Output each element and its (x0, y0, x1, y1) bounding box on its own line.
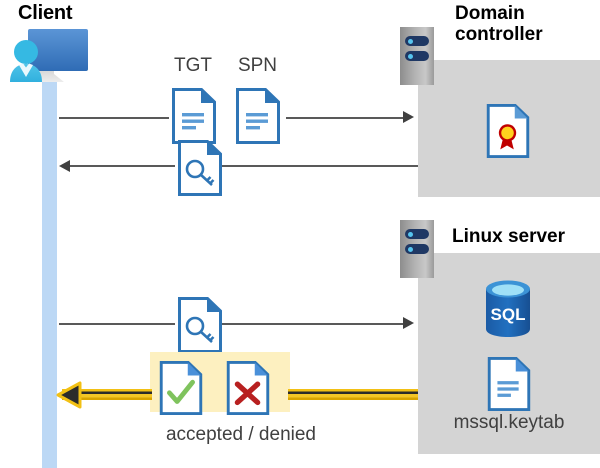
key-document-icon-m2 (178, 140, 222, 201)
keytab-document-icon (487, 357, 531, 416)
client-lifeline (42, 78, 57, 468)
yellow-arrow-head (56, 379, 88, 416)
yellow-arrow-line-right (288, 389, 419, 400)
certificate-document-icon (486, 104, 530, 163)
arrow-line-m3-left (59, 323, 175, 325)
arrow-head-m2 (59, 160, 70, 172)
spn-document-icon (236, 88, 280, 149)
domain-controller-title: Domain controller (455, 3, 600, 46)
sql-text: SQL (491, 305, 526, 324)
user-computer-icon (8, 26, 94, 90)
client-label: Client (18, 2, 73, 24)
linux-server-title-line1: Linux server (452, 226, 565, 247)
tgt-document-icon (172, 88, 216, 149)
arrow-line-m2-left (70, 165, 175, 167)
arrow-line-m1-right (286, 117, 403, 119)
arrow-line-m2-right (222, 165, 418, 167)
arrow-line-m3-right (222, 323, 403, 325)
yellow-arrow-line-left (62, 389, 152, 400)
domain-controller-title-line2: controller (455, 24, 543, 46)
accepted-denied-label: accepted / denied (165, 424, 316, 445)
sql-database-icon: SQL (480, 278, 536, 345)
accepted-document-icon (159, 361, 203, 420)
key-document-icon-m3 (178, 297, 222, 358)
spn-label: SPN (237, 55, 278, 76)
server-rack-icon-dc (400, 27, 434, 85)
arrow-head-m3 (403, 317, 414, 329)
server-rack-icon-lx (400, 220, 434, 278)
keytab-label: mssql.keytab (453, 412, 565, 433)
domain-controller-title-line1: Domain (455, 3, 525, 24)
linux-server-title: Linux server (452, 226, 600, 247)
arrow-line-m1-left (59, 117, 169, 119)
tgt-label: TGT (174, 55, 212, 76)
denied-document-icon (226, 361, 270, 420)
arrow-head-m1 (403, 111, 414, 123)
